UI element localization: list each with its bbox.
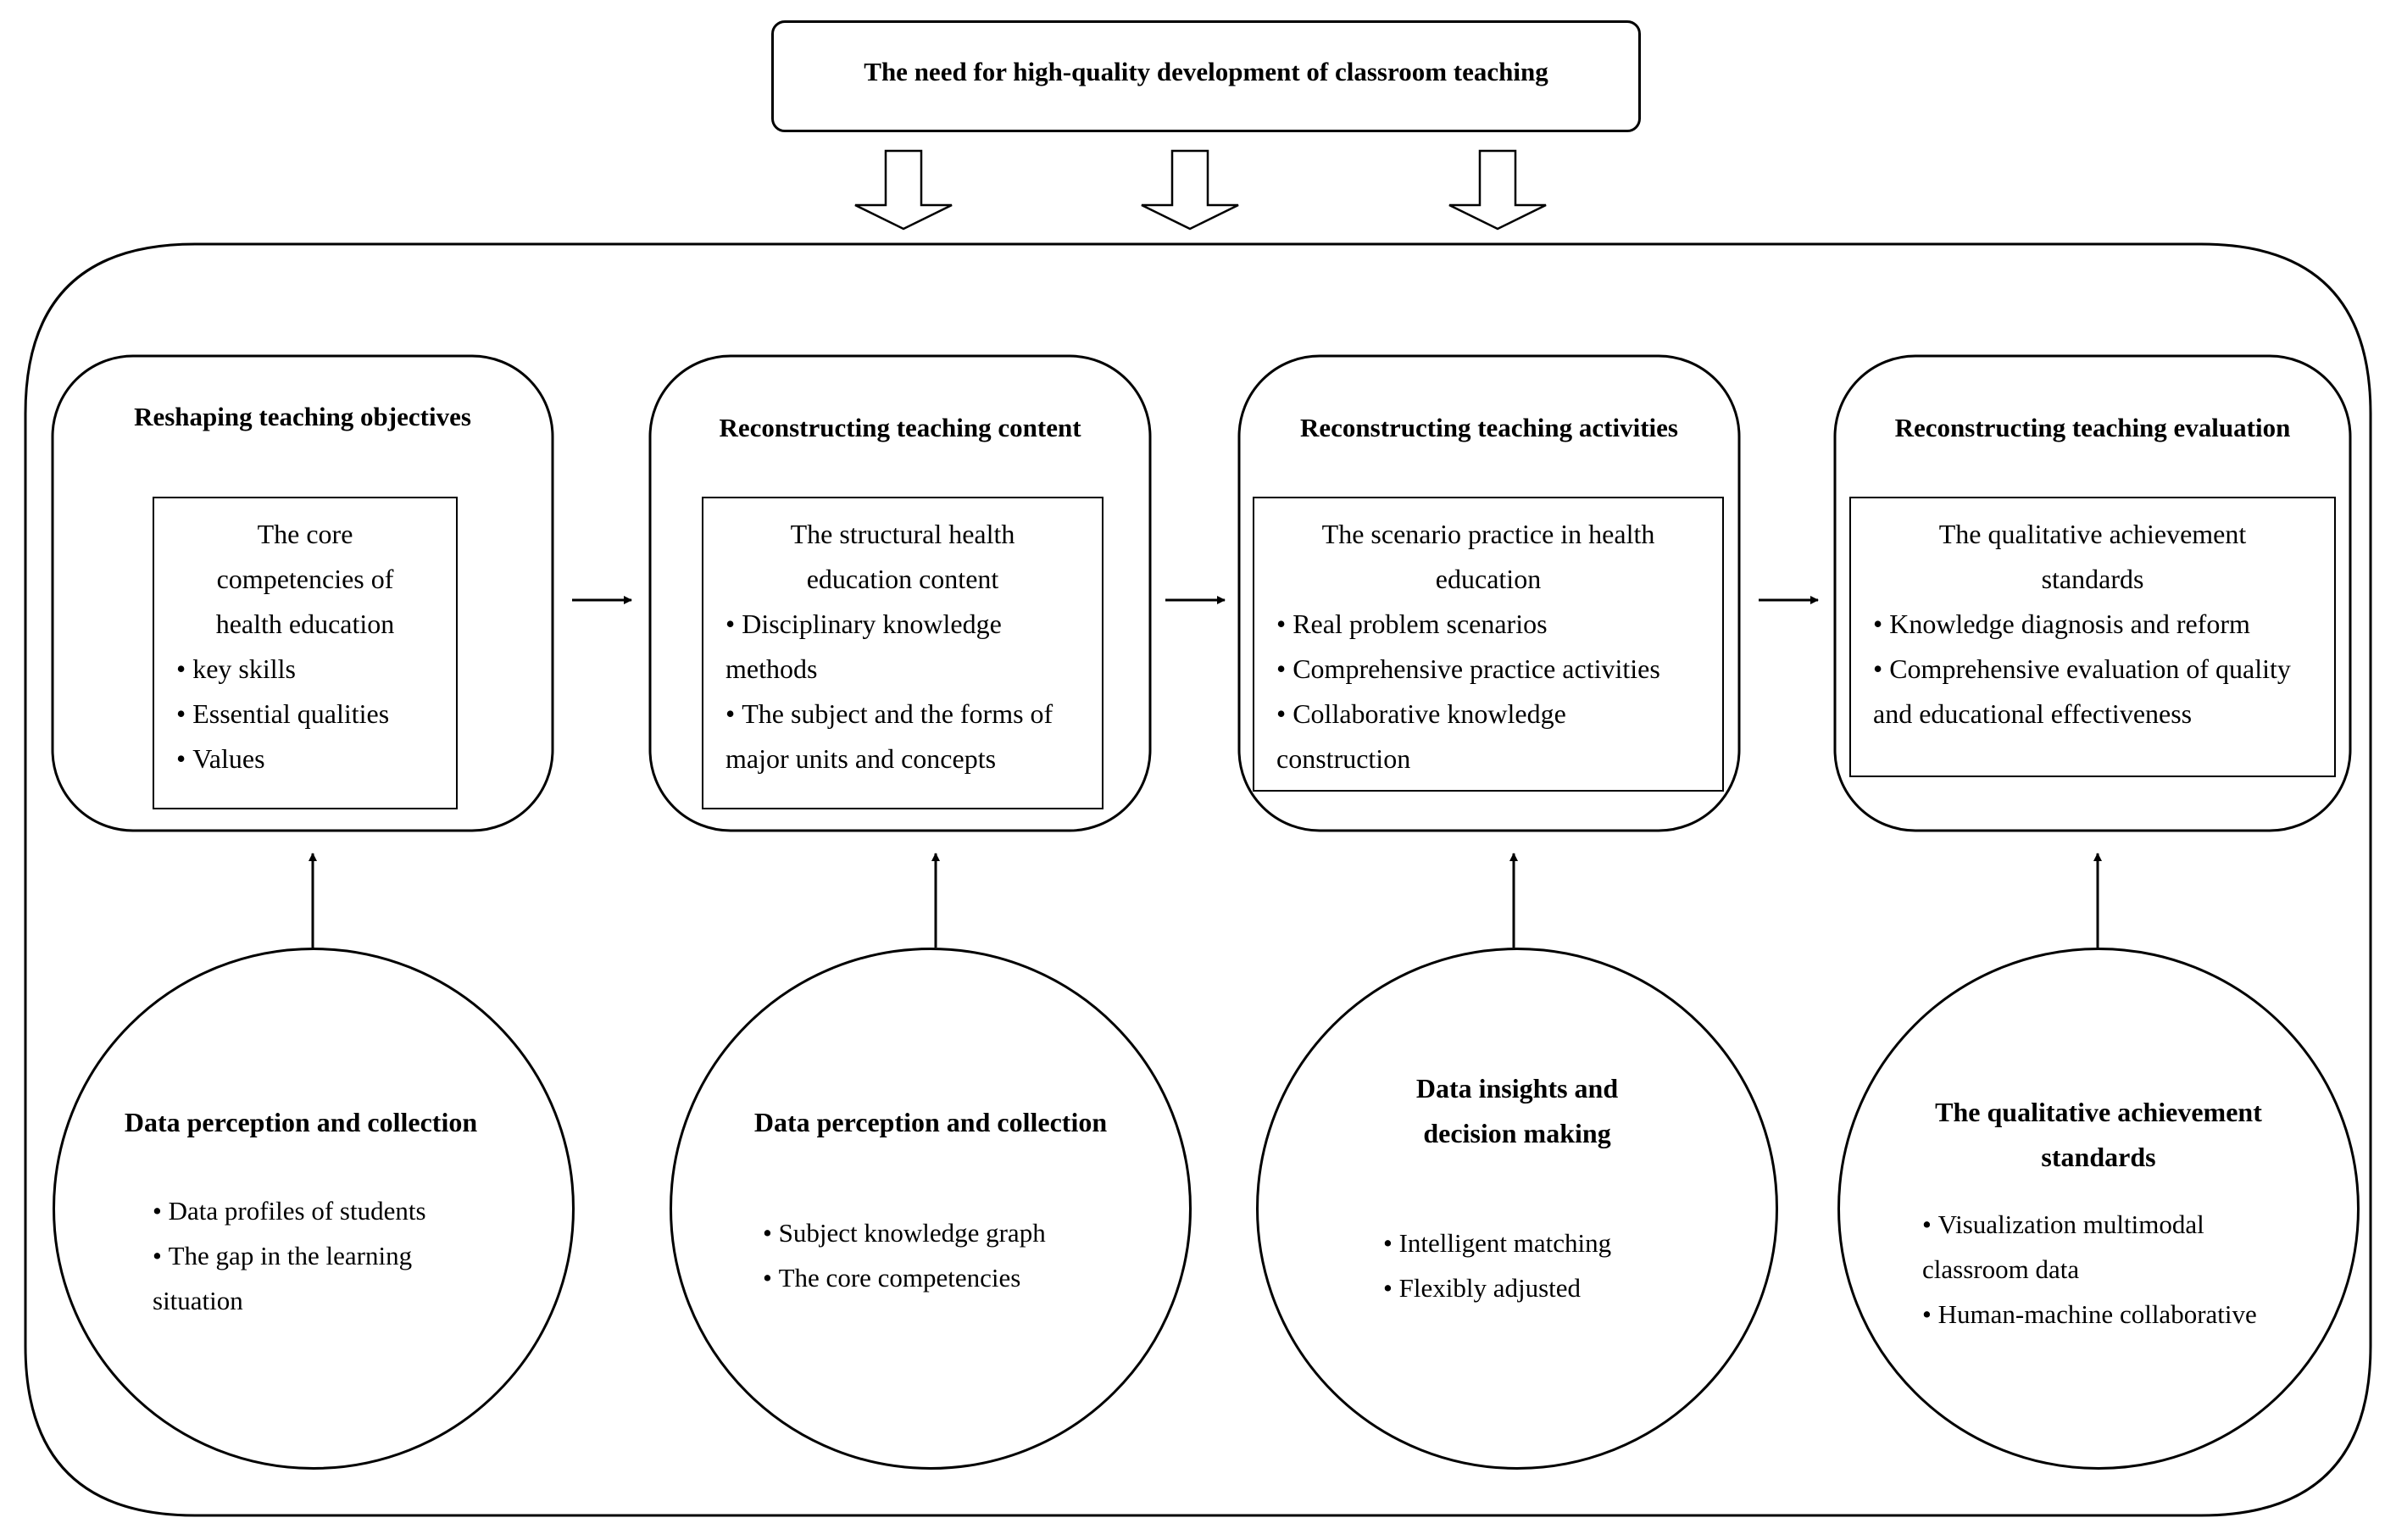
hollow-down-arrow-3 bbox=[1448, 149, 1547, 231]
bullet-item: Disciplinary knowledge methods bbox=[725, 602, 1080, 692]
bullet-item: Collaborative knowledge construction bbox=[1276, 692, 1700, 781]
circle-body: Intelligent matching Flexibly adjusted bbox=[1383, 1220, 1722, 1310]
need-label: The need for high-quality development of… bbox=[864, 57, 1548, 86]
stage-heading-line: education content bbox=[806, 564, 999, 594]
circle-body: Data profiles of students The gap in the… bbox=[153, 1188, 492, 1323]
bullet-item: Comprehensive evaluation of quality and … bbox=[1873, 647, 2312, 737]
bullet-item: Knowledge diagnosis and reform bbox=[1873, 602, 2312, 647]
circle-title-line: The qualitative achievement bbox=[1935, 1097, 2262, 1127]
bullet-item: Data profiles of students bbox=[153, 1188, 492, 1233]
circle-body: Subject knowledge graph The core compete… bbox=[763, 1210, 1136, 1300]
circle-title-line: standards bbox=[2041, 1142, 2156, 1172]
bullet-item: key skills bbox=[176, 647, 434, 692]
bullet-item: Comprehensive practice activities bbox=[1276, 647, 1700, 692]
stage-heading-line: competencies of bbox=[216, 564, 394, 594]
stage-title-objectives: Reshaping teaching objectives bbox=[134, 402, 471, 431]
stage-heading-line: education bbox=[1435, 564, 1542, 594]
circle-title-line: decision making bbox=[1423, 1118, 1611, 1148]
stage-frame-2 bbox=[648, 354, 1152, 832]
stage-title-activities: Reconstructing teaching activities bbox=[1300, 413, 1678, 442]
bullet-item: Values bbox=[176, 737, 434, 781]
circle-title-line: Data insights and bbox=[1415, 1073, 1619, 1104]
stage-heading-line: The structural health bbox=[790, 519, 1015, 549]
stage-frame-3 bbox=[1237, 354, 1741, 832]
stage-frame-4 bbox=[1833, 354, 2352, 832]
outer-frame bbox=[24, 242, 2372, 1517]
bullet-item: The core competencies bbox=[763, 1255, 1136, 1300]
stage-content-evaluation: The qualitative achievement standards Kn… bbox=[1849, 497, 2336, 777]
circle-body: Visualization multimodal classroom data … bbox=[1922, 1202, 2278, 1337]
circle-title: Data insights and decision making bbox=[1256, 1066, 1778, 1156]
bullet-item: Visualization multimodal classroom data bbox=[1922, 1202, 2278, 1292]
circle-title: The qualitative achievement standards bbox=[1837, 1090, 2360, 1180]
stage-heading-line: The core bbox=[257, 519, 353, 549]
bullet-item: The subject and the forms of major units… bbox=[725, 692, 1080, 781]
data-circle-2 bbox=[670, 948, 1192, 1470]
stage-content-activities: The scenario practice in health educatio… bbox=[1253, 497, 1724, 792]
bullet-item: Intelligent matching bbox=[1383, 1220, 1722, 1265]
stage-heading-line: health education bbox=[215, 609, 395, 639]
stage-heading-line: The scenario practice in health bbox=[1321, 519, 1655, 549]
bullet-item: The gap in the learning situation bbox=[153, 1233, 492, 1323]
circle-title: Data perception and collection bbox=[753, 1107, 1108, 1137]
circle-title: Data perception and collection bbox=[124, 1107, 478, 1137]
bullet-item: Real problem scenarios bbox=[1276, 602, 1700, 647]
stage-heading-line: The qualitative achievement bbox=[1938, 519, 2247, 549]
bullet-item: Human-machine collaborative bbox=[1922, 1292, 2278, 1337]
stage-title-content: Reconstructing teaching content bbox=[719, 413, 1081, 442]
bullet-item: Essential qualities bbox=[176, 692, 434, 737]
bullet-item: Subject knowledge graph bbox=[763, 1210, 1136, 1255]
stage-heading-line: standards bbox=[2041, 564, 2144, 594]
data-circle-3 bbox=[1256, 948, 1778, 1470]
need-box: The need for high-quality development of… bbox=[771, 20, 1641, 132]
stage-content-objectives: The core competencies of health educatio… bbox=[153, 497, 458, 809]
stage-title-evaluation: Reconstructing teaching evaluation bbox=[1894, 413, 2291, 442]
hollow-down-arrow-2 bbox=[1141, 149, 1239, 231]
stage-frame-1 bbox=[51, 354, 554, 832]
hollow-down-arrow-1 bbox=[854, 149, 953, 231]
bullet-item: Flexibly adjusted bbox=[1383, 1265, 1722, 1310]
stage-content-content: The structural health education content … bbox=[702, 497, 1103, 809]
